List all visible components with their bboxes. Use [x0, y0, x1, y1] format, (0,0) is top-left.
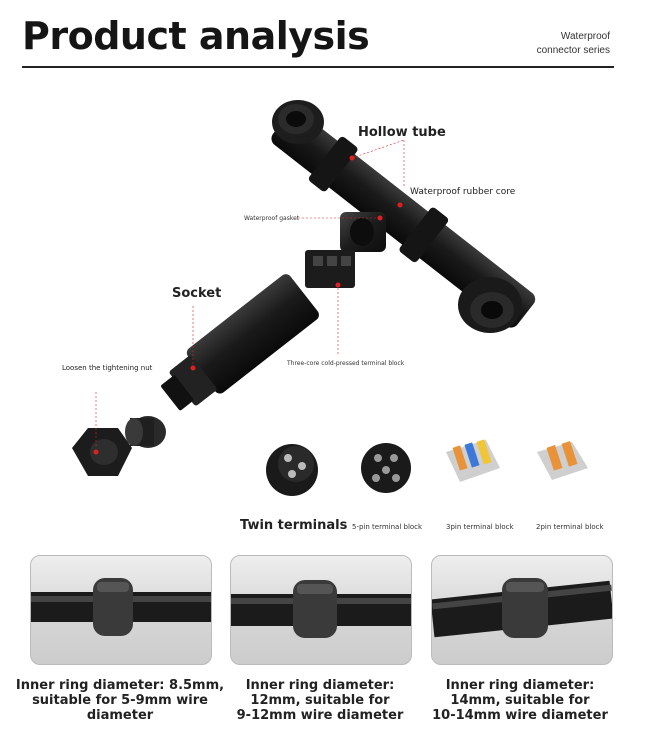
ring-caption-2: Inner ring diameter: 12mm, suitable for …	[220, 678, 420, 723]
side-port	[340, 212, 386, 252]
cable-with-ring-small	[31, 578, 211, 636]
two-pin-lever-block	[537, 441, 588, 480]
ring-caption-1: Inner ring diameter: 8.5mm, suitable for…	[10, 678, 230, 723]
page-title: Product analysis	[22, 14, 370, 58]
waterproof-ring	[125, 416, 166, 448]
ring-caption-3-line-2: 14mm, suitable for	[450, 693, 590, 708]
five-pin-terminal	[361, 443, 411, 493]
series-line-2: connector series	[536, 45, 610, 56]
label-three-core-block: Three-core cold-pressed terminal block	[287, 360, 405, 367]
top-nut	[272, 100, 324, 144]
label-loosen-nut: Loosen the tightening nut	[62, 364, 153, 372]
tightening-nut	[72, 392, 132, 476]
ring-panel-2	[230, 555, 412, 665]
title-rule	[22, 66, 614, 68]
label-hollow-tube: Hollow tube	[358, 125, 446, 140]
label-three-pin: 3pin terminal block	[446, 523, 514, 531]
label-twin-terminals: Twin terminals	[240, 518, 348, 533]
cable-with-ring-large	[432, 578, 612, 638]
bottom-nut	[458, 277, 522, 333]
ring-caption-1-line-3: diameter	[86, 708, 154, 723]
three-pin-lever-block	[446, 439, 500, 482]
ring-caption-3-line-1: Inner ring diameter:	[445, 678, 595, 693]
three-core-terminal-block	[305, 250, 355, 355]
ring-caption-2-line-1: Inner ring diameter:	[245, 678, 395, 693]
label-two-pin: 2pin terminal block	[536, 523, 604, 531]
label-waterproof-gasket: Waterproof gasket	[244, 215, 300, 222]
cable-with-ring-medium	[231, 580, 411, 638]
ring-caption-3-line-3: 10-14mm wire diameter	[432, 708, 608, 723]
ring-caption-3: Inner ring diameter: 14mm, suitable for …	[420, 678, 620, 723]
label-socket: Socket	[172, 286, 222, 301]
connector-exploded-illustration	[72, 100, 588, 496]
ring-caption-2-line-3: 9-12mm wire diameter	[236, 708, 404, 723]
ring-panel-3	[431, 555, 613, 665]
label-five-pin: 5-pin terminal block	[352, 523, 423, 531]
twin-terminal-a	[266, 444, 318, 496]
ring-panel-1	[30, 555, 212, 665]
ring-caption-1-line-2: suitable for 5-9mm wire	[32, 693, 208, 708]
socket-body	[161, 274, 319, 411]
series-label: Waterproof connector series	[490, 30, 610, 58]
ring-caption-1-line-1: Inner ring diameter: 8.5mm,	[15, 678, 225, 693]
t-connector	[271, 100, 536, 333]
label-waterproof-rubber-core: Waterproof rubber core	[410, 187, 516, 197]
series-line-1: Waterproof	[560, 31, 610, 42]
ring-caption-2-line-2: 12mm, suitable for	[250, 693, 390, 708]
